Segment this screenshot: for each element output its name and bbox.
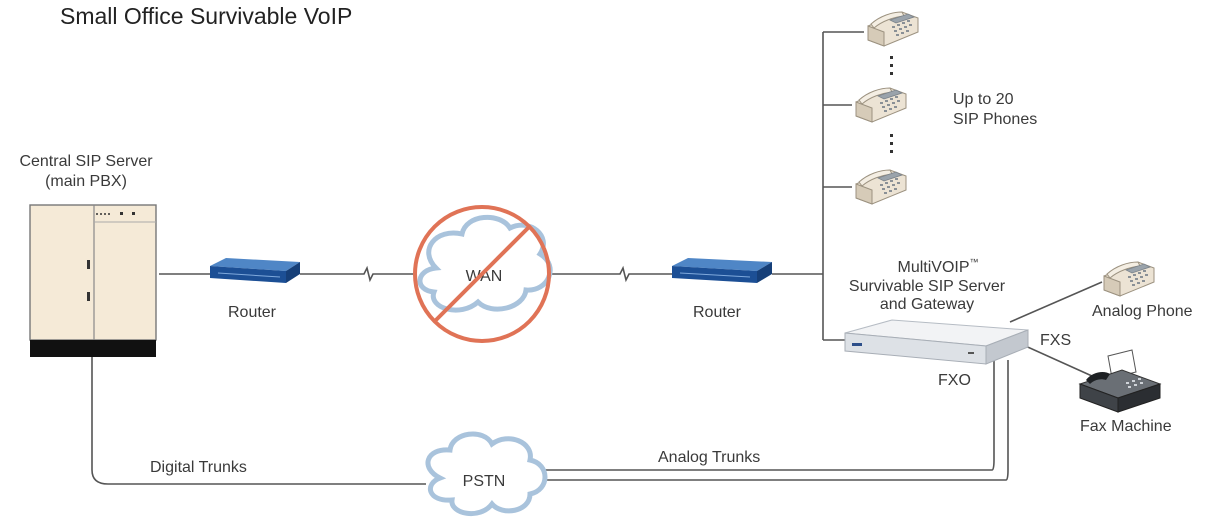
ellipsis-dots [890, 56, 893, 75]
multivoip-gateway-icon [844, 319, 1029, 365]
connection-lines [91, 31, 1103, 485]
multivoip-sublabel: Survivable SIP Server [849, 278, 1006, 295]
trademark-symbol: ™ [970, 257, 979, 267]
analog-trunks-label: Analog Trunks [658, 449, 760, 466]
analog-phone-icon [1103, 261, 1155, 297]
pstn-label: PSTN [463, 473, 506, 490]
router-right-icon [672, 258, 772, 283]
sip-phone-icon [855, 169, 907, 205]
router-right-label: Router [693, 304, 742, 321]
ellipsis-dots [890, 134, 893, 153]
wan-cloud [417, 214, 553, 313]
fxo-label: FXO [938, 372, 971, 389]
digital-trunks-label: Digital Trunks [150, 459, 247, 476]
fax-machine-label: Fax Machine [1080, 418, 1172, 435]
sip-phones-sublabel: SIP Phones [953, 111, 1037, 128]
diagram-title: Small Office Survivable VoIP [60, 3, 352, 29]
central-sip-server-sublabel: (main PBX) [45, 173, 127, 190]
fax-machine-icon [1078, 349, 1162, 413]
pstn-cloud [425, 431, 548, 517]
fxs-label: FXS [1040, 332, 1071, 349]
central-sip-server [29, 204, 157, 357]
analog-phone-label: Analog Phone [1092, 303, 1193, 320]
central-sip-server-label: Central SIP Server [19, 153, 153, 170]
router-left-label: Router [228, 304, 277, 321]
sip-phone-icon [855, 87, 907, 123]
sip-phone-icon [867, 11, 919, 47]
sip-phones-label: Up to 20 [953, 91, 1014, 108]
multivoip-sublabel-2: and Gateway [880, 296, 974, 313]
multivoip-label: MultiVOIP™ [897, 257, 978, 276]
multivoip-name: MultiVOIP [897, 259, 969, 276]
router-left-icon [210, 258, 300, 283]
wan-failure-icon [413, 205, 551, 343]
